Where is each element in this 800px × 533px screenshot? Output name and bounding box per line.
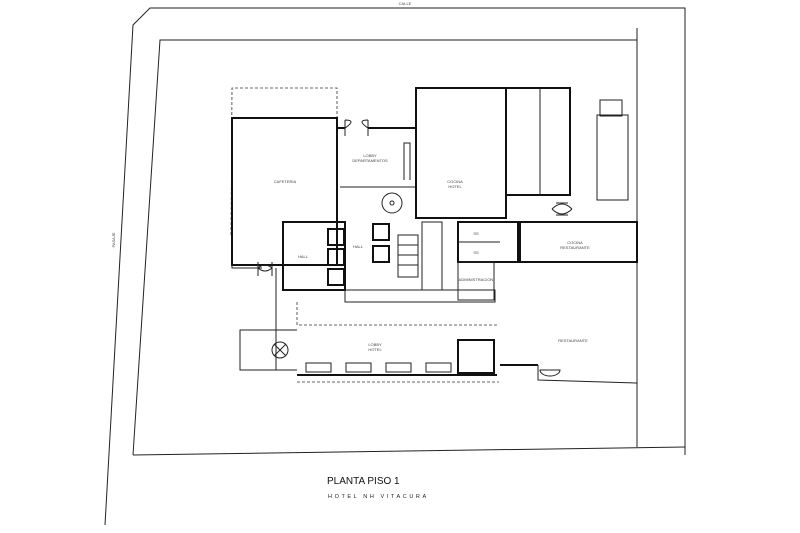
room-label-ss: SS [473, 250, 479, 255]
restaurante-terrace-edge [537, 365, 638, 384]
street-label-left: PASAJE [111, 232, 116, 247]
room-label-cocina-hotel: COCINA [447, 179, 463, 184]
room-label-administracion: ADMINISTRACION [459, 277, 494, 282]
cocina-restaurante-room [519, 221, 638, 263]
lobby-hotel-wall [296, 302, 497, 326]
spiral-stair-core [389, 200, 395, 206]
door-icon [257, 262, 273, 276]
door-icon [344, 119, 369, 136]
administracion-room [457, 261, 495, 301]
room-label-hotel-lobby: HOTEL [368, 347, 382, 352]
room-label-cafeteria: CAFETERIA [274, 179, 297, 184]
lobby-stair [457, 339, 495, 374]
sofa [385, 362, 412, 373]
elevator [372, 245, 390, 263]
street-label-top: CALLE [399, 1, 412, 6]
sofa [345, 362, 372, 373]
room-label-lobby-hotel: LOBBY [368, 342, 382, 347]
room-label-restaurante-kitchen: RESTAURANTE [560, 245, 590, 250]
cocina-hotel-room [415, 87, 507, 219]
corridor [344, 289, 496, 303]
hall-left-room [282, 221, 346, 291]
sofa [425, 362, 452, 373]
room-label-hall-center: HALL [353, 244, 364, 249]
terrace [239, 329, 297, 371]
room-label-ss: SS [473, 231, 479, 236]
room-label-cocina-restaurante: COCINA [567, 240, 583, 245]
fountain-icon [271, 341, 289, 359]
elevator [327, 248, 345, 266]
stair-top-right [596, 114, 629, 201]
room-label-lobby-dep: LOBBY [363, 153, 377, 158]
restaurante-door-icon [539, 369, 561, 377]
room-label-hotel: HOTEL [448, 184, 462, 189]
plan-title: PLANTA PISO 1 [327, 476, 400, 487]
storage-area [505, 87, 571, 196]
lot-boundary-outer [104, 7, 686, 526]
main-stair [397, 234, 419, 278]
elevator [327, 228, 345, 246]
stair-landing [599, 99, 623, 117]
room-label-hall-left: HALL [298, 254, 309, 259]
lot-boundary-inner [132, 39, 637, 456]
cafeteria-exterior-wall [231, 265, 262, 269]
room-label-restaurante: RESTAURANTE [558, 338, 588, 343]
lot-boundary-bottom [132, 446, 686, 456]
cafeteria-canopy [230, 87, 338, 236]
cafeteria-room [231, 117, 338, 266]
plan-subtitle: HOTEL NH VITACURA [328, 494, 429, 500]
reception-counter [403, 142, 411, 180]
elevator [372, 223, 390, 241]
door-icon [551, 202, 573, 216]
sofa [305, 362, 332, 373]
service-shaft [421, 221, 443, 291]
elevator [327, 268, 345, 286]
spiral-stair [381, 192, 403, 214]
room-label-departamentos: DEPARTAMENTOS [352, 158, 388, 163]
